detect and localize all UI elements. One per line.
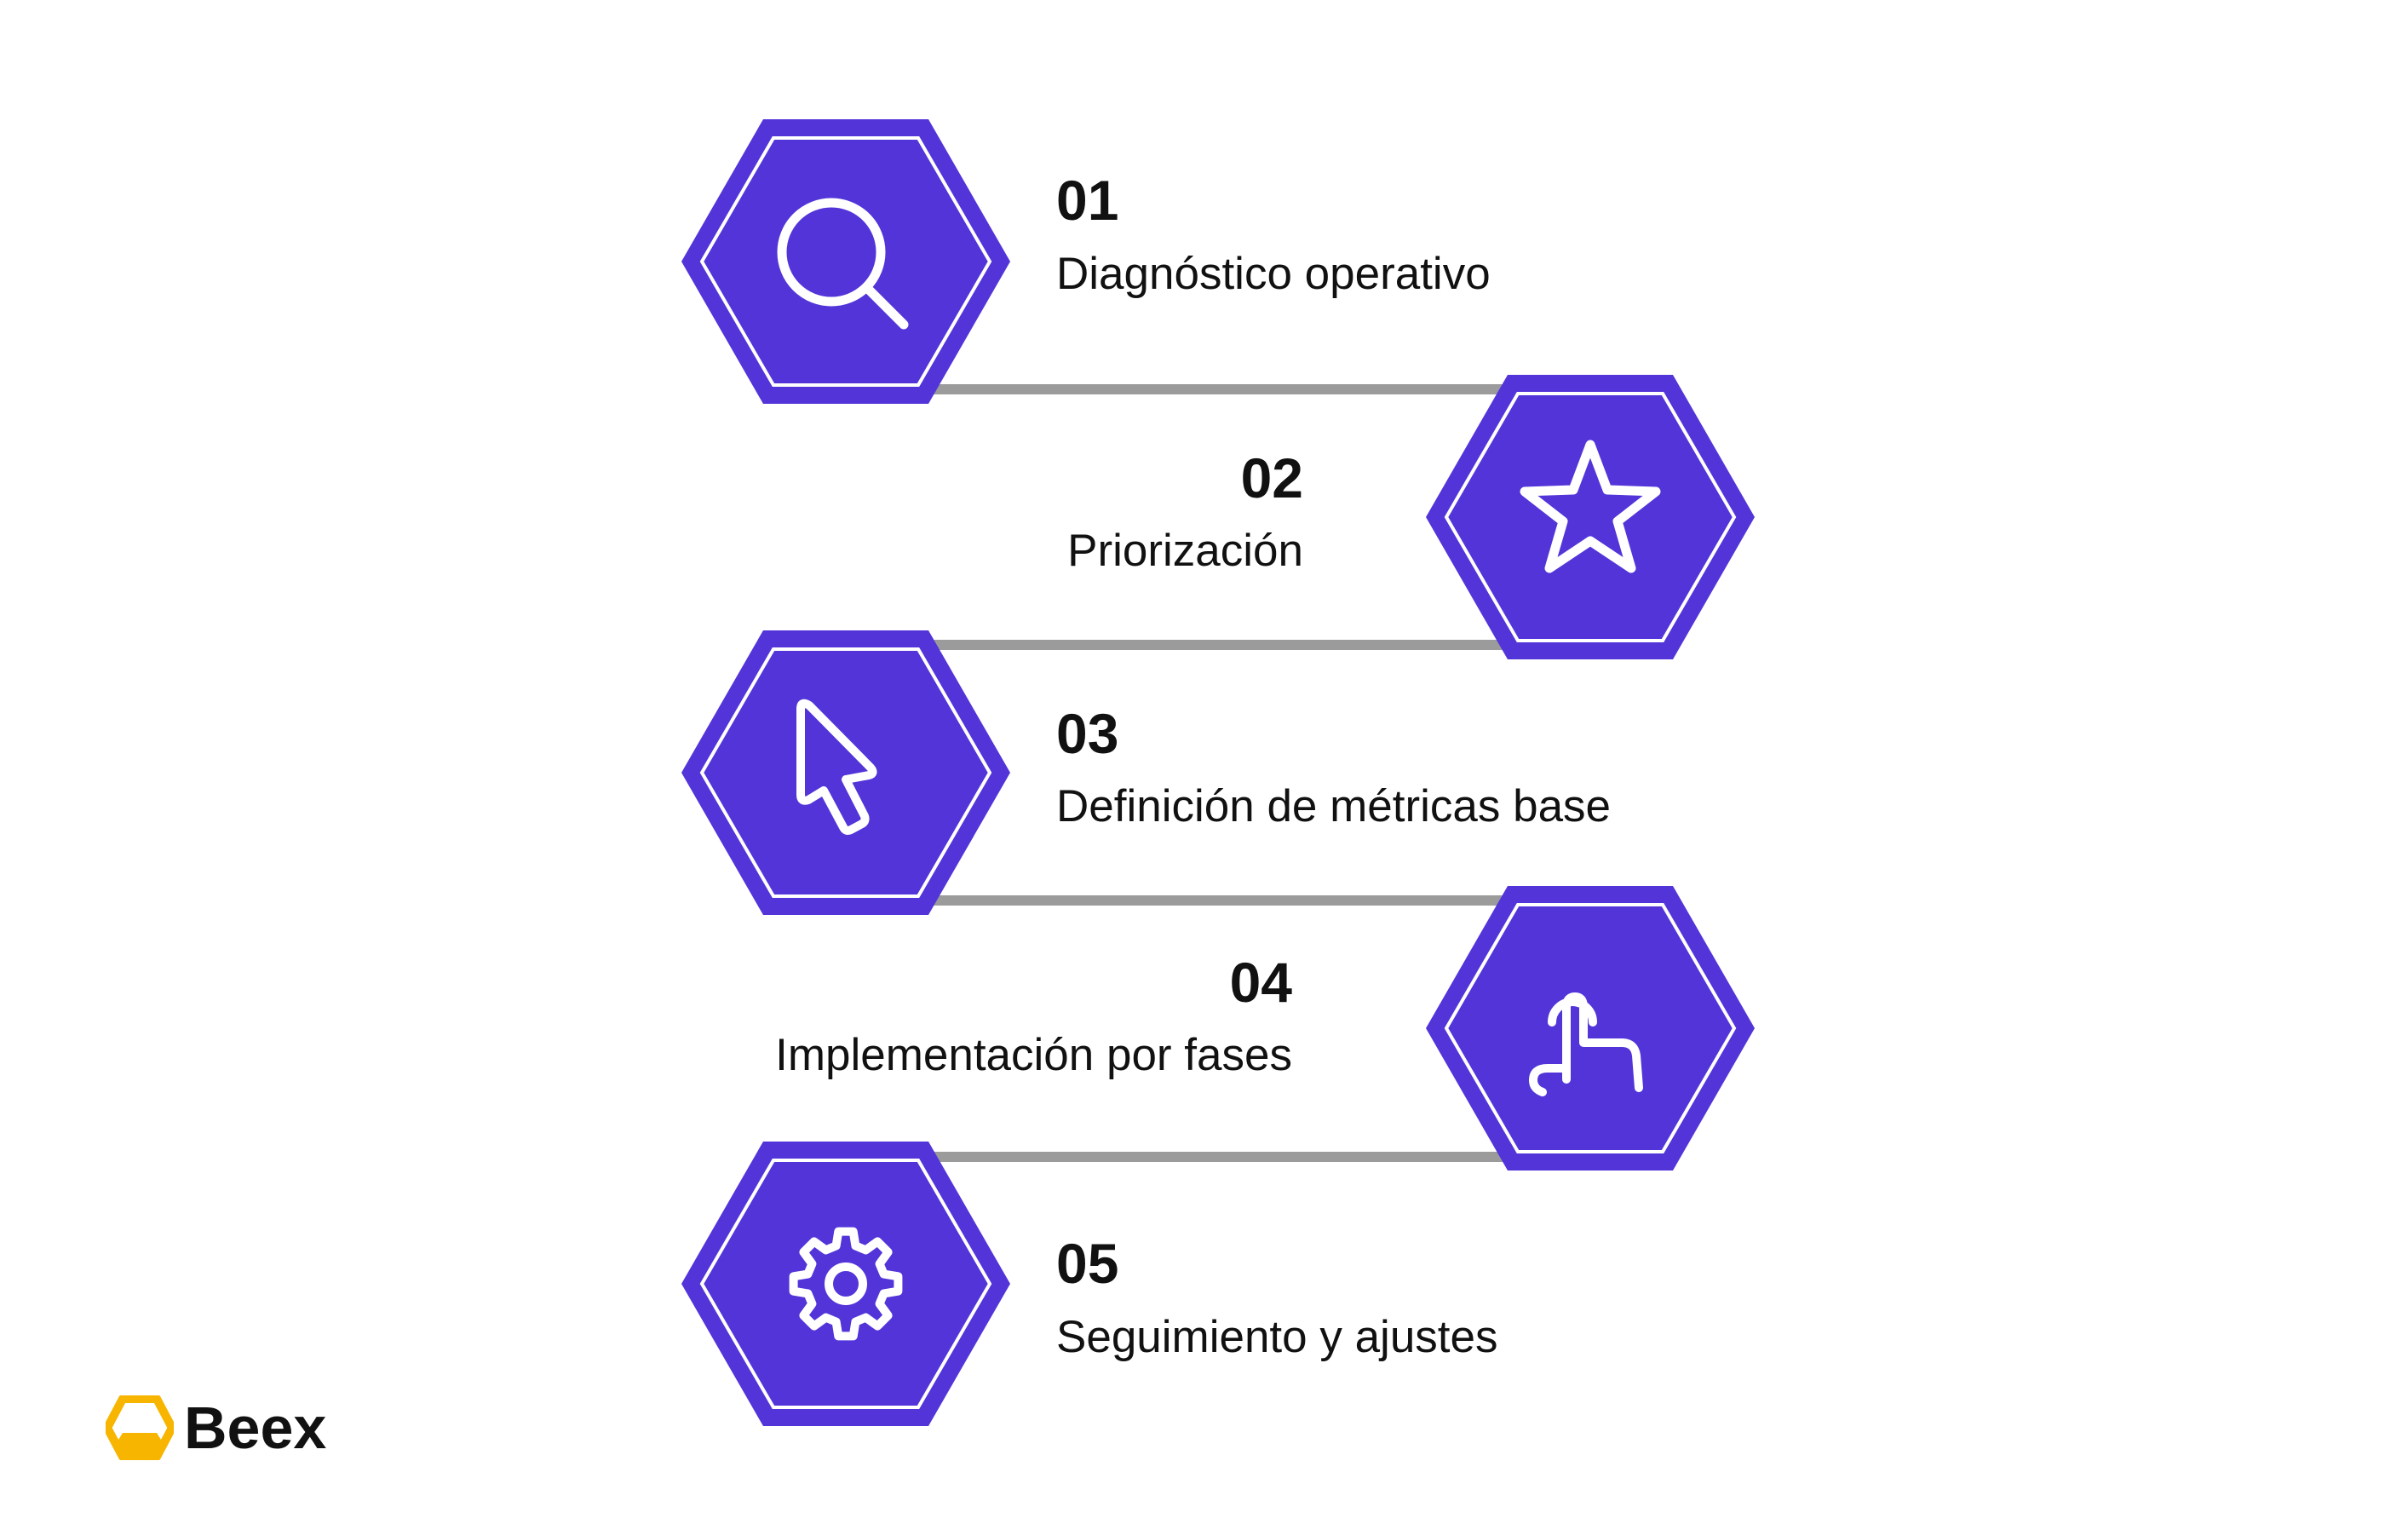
step-5-number: 05 [1056, 1232, 1119, 1295]
connector-2-3 [924, 640, 1512, 650]
touch-icon [1529, 992, 1643, 1096]
step-1-hexagon [681, 119, 1010, 404]
step-3-hexagon [681, 630, 1010, 915]
step-5-label: Seguimiento y ajustes [1056, 1312, 1498, 1362]
step-1-label: Diagnóstico operativo [1056, 249, 1491, 299]
step-2-hexagon-shape [1426, 375, 1755, 659]
hexagon-logo-icon [106, 1395, 174, 1460]
step-3-label: Definición de métricas base [1056, 781, 1612, 831]
search-icon [777, 198, 909, 330]
step-5-hexagon-shape [681, 1142, 1010, 1426]
step-5-hexagon [681, 1142, 1010, 1426]
connector-1-2 [924, 384, 1512, 394]
step-4-hexagon-shape [1426, 886, 1755, 1171]
step-2-label: Priorización [1067, 526, 1303, 576]
step-2-hexagon [1426, 375, 1755, 659]
step-1-hexagon-shape [681, 119, 1010, 404]
step-3-hexagon-shape [681, 630, 1010, 915]
step-3-number: 03 [1056, 702, 1119, 765]
connector-4-5 [924, 1152, 1512, 1162]
step-1-number: 01 [1056, 169, 1119, 232]
star-icon [1520, 440, 1661, 573]
brand-logo: Beex [106, 1394, 326, 1462]
gear-icon [789, 1227, 903, 1341]
step-4-label: Implementación por fases [775, 1030, 1292, 1080]
connector-3-4 [924, 895, 1512, 906]
step-4-hexagon [1426, 886, 1755, 1171]
step-2-number: 02 [1240, 446, 1303, 509]
cursor-icon [796, 699, 877, 835]
step-4-number: 04 [1229, 951, 1292, 1014]
brand-name: Beex [184, 1395, 327, 1461]
